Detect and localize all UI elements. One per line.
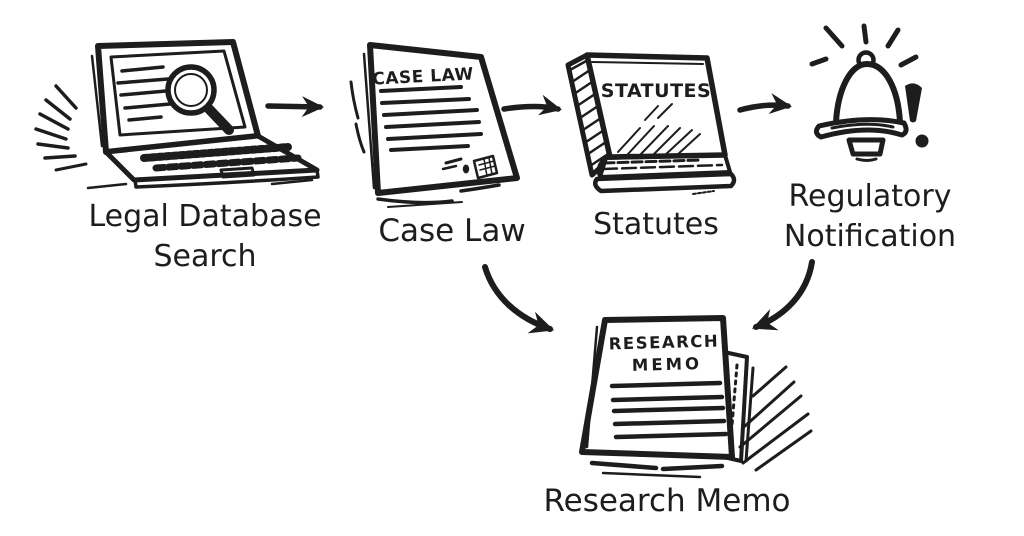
- arrow-statutes-to-notification: [737, 93, 792, 114]
- book-title-text: STATUTES: [601, 80, 711, 102]
- label-line: Research Memo: [543, 483, 791, 519]
- label-line: Case Law: [378, 213, 526, 249]
- spine-hatching: [568, 58, 610, 168]
- label-line: Search: [153, 239, 257, 274]
- arrow-notification-to-memo: [751, 259, 815, 331]
- arrow-search-to-caselaw: [265, 96, 325, 118]
- laptop-magnifier-icon: [34, 39, 320, 190]
- legal-document-icon: CASE LAW: [349, 42, 520, 208]
- doc-seal-stamp: [441, 154, 499, 180]
- label-line: Legal Database: [88, 199, 322, 234]
- memo-title-line2-text: MEMO: [632, 354, 703, 375]
- memo-text-lines: [609, 380, 729, 440]
- burst-lines-icon: [34, 84, 128, 190]
- cover-shine-lines: [617, 103, 701, 157]
- label-regulatory-notification: Regulatory Notification: [752, 177, 988, 257]
- arrow-caselaw-to-memo: [482, 264, 555, 334]
- memo-hatch-lines: [738, 365, 813, 472]
- label-case-law: Case Law: [352, 213, 552, 249]
- label-legal-database-search: Legal Database Search: [55, 197, 355, 277]
- screen-text-lines: [116, 65, 172, 122]
- label-line: Notification: [783, 219, 957, 254]
- label-statutes: Statutes: [556, 207, 756, 243]
- memo-title-line1-text: RESEARCH: [608, 332, 719, 354]
- label-research-memo: Research Memo: [517, 483, 817, 519]
- label-line: Regulatory: [788, 179, 952, 214]
- doc-text-lines: [379, 85, 483, 152]
- exclamation-mark-icon: [905, 83, 929, 148]
- law-book-icon: STATUTES: [565, 52, 737, 195]
- alert-bell-icon: [809, 23, 929, 162]
- magnifier-icon: [165, 64, 234, 135]
- arrow-caselaw-to-statutes: [501, 94, 562, 116]
- label-line: Statutes: [593, 207, 719, 242]
- bell-rays: [809, 23, 919, 68]
- memo-pages-icon: RESEARCH MEMO: [579, 315, 813, 479]
